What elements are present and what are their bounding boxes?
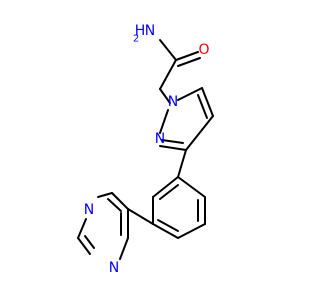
bond-pm-c5-c4	[111, 192, 129, 210]
atom-nh2-subscript: 2	[133, 34, 139, 45]
bond-c-ch2	[159, 59, 177, 90]
bond-ph-c6-c1	[152, 176, 179, 198]
atom-pyrimidine-n-top: N	[84, 202, 94, 218]
bond-c3-phenyl	[177, 149, 187, 178]
bond-pm-n3-c2	[77, 218, 87, 239]
bond-c4-c3	[185, 115, 214, 151]
bond-ch2-n1	[159, 88, 171, 104]
bond-pm-c2-n1	[77, 237, 91, 255]
bond-pm-n1-c6	[119, 237, 129, 260]
bond-pm-c2-n1-inner	[84, 235, 95, 249]
bond-layer	[77, 39, 214, 260]
bond-n1-c5	[177, 87, 203, 101]
bond-n2-n1	[159, 109, 169, 134]
bond-carbonyl-outer	[175, 51, 199, 61]
bond-pm-c5-c4-inner	[107, 198, 122, 212]
bond-amide-n-c	[159, 39, 177, 61]
bond-ph-c4-c5	[152, 223, 179, 239]
bond-ph-c3-c4	[177, 223, 206, 239]
atom-oxygen: O	[198, 42, 209, 58]
bond-c5-c4	[201, 87, 214, 117]
molecule-structure: H N 2 O N N N N	[77, 23, 214, 276]
bond-carbonyl-inner	[177, 57, 201, 67]
bond-ph-c4-c5-inner	[157, 219, 179, 232]
bond-c5-c4-inner	[197, 94, 208, 119]
atom-pyrazole-n1: N	[168, 94, 178, 110]
atom-label-layer: H N 2 O N N N N	[84, 23, 210, 276]
bond-pm-c4-n3	[97, 192, 113, 198]
bond-c3-n2-inner	[161, 139, 184, 144]
atom-pyrimidine-n-bottom: N	[109, 260, 119, 276]
atom-nh2-h: H	[135, 23, 146, 39]
atom-pyrazole-n2: N	[155, 131, 165, 147]
bond-phenyl-pyrimidine	[127, 208, 154, 225]
bond-ph-c6-c1-inner	[159, 184, 179, 200]
bond-c3-n2	[159, 145, 187, 151]
atom-nh2-n: N	[145, 23, 155, 39]
bond-ph-c1-c2	[177, 176, 206, 198]
